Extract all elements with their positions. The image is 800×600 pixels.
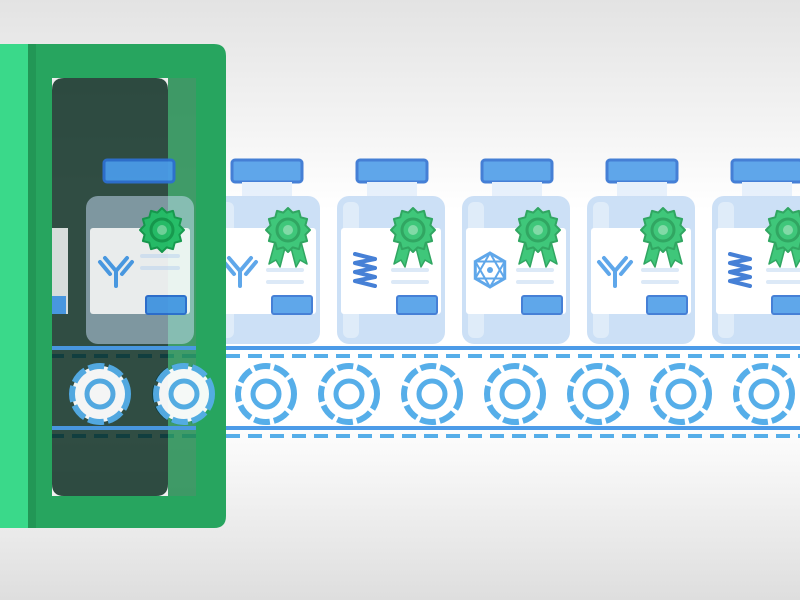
certified-badge-icon — [640, 207, 686, 268]
roller — [733, 363, 795, 425]
vial — [337, 158, 445, 344]
vial-neck — [492, 182, 542, 198]
certified-badge-icon — [265, 207, 311, 268]
vial-neck — [367, 182, 417, 198]
roller — [235, 363, 297, 425]
vial-row — [212, 158, 800, 344]
roller — [650, 363, 712, 425]
roller — [153, 363, 215, 425]
vial — [587, 158, 695, 344]
vial-cap — [605, 158, 679, 184]
vial-inside-machine — [52, 158, 215, 430]
roller — [69, 363, 131, 425]
spring-icon — [353, 252, 377, 288]
roller — [484, 363, 546, 425]
roller — [567, 363, 629, 425]
vial-cap — [355, 158, 429, 184]
roller — [318, 363, 380, 425]
vial — [712, 158, 800, 344]
roller — [401, 363, 463, 425]
certified-badge-icon — [765, 207, 800, 268]
certified-badge-icon — [515, 207, 561, 268]
vial-neck — [617, 182, 667, 198]
vial-cap — [480, 158, 554, 184]
antibody-icon — [98, 256, 134, 288]
vial — [212, 158, 320, 344]
vial-neck — [242, 182, 292, 198]
virus-icon — [473, 251, 507, 289]
vial-cap — [230, 158, 304, 184]
machine-frame — [28, 44, 226, 528]
badge-stamp-icon — [139, 207, 185, 253]
vial — [462, 158, 570, 344]
vial-cap — [730, 158, 800, 184]
antibody-icon — [597, 256, 633, 288]
inspection-machine — [0, 44, 226, 528]
spring-icon — [728, 252, 752, 288]
vial-neck — [742, 182, 792, 198]
certified-badge-icon — [390, 207, 436, 268]
vial-edge — [52, 228, 68, 314]
